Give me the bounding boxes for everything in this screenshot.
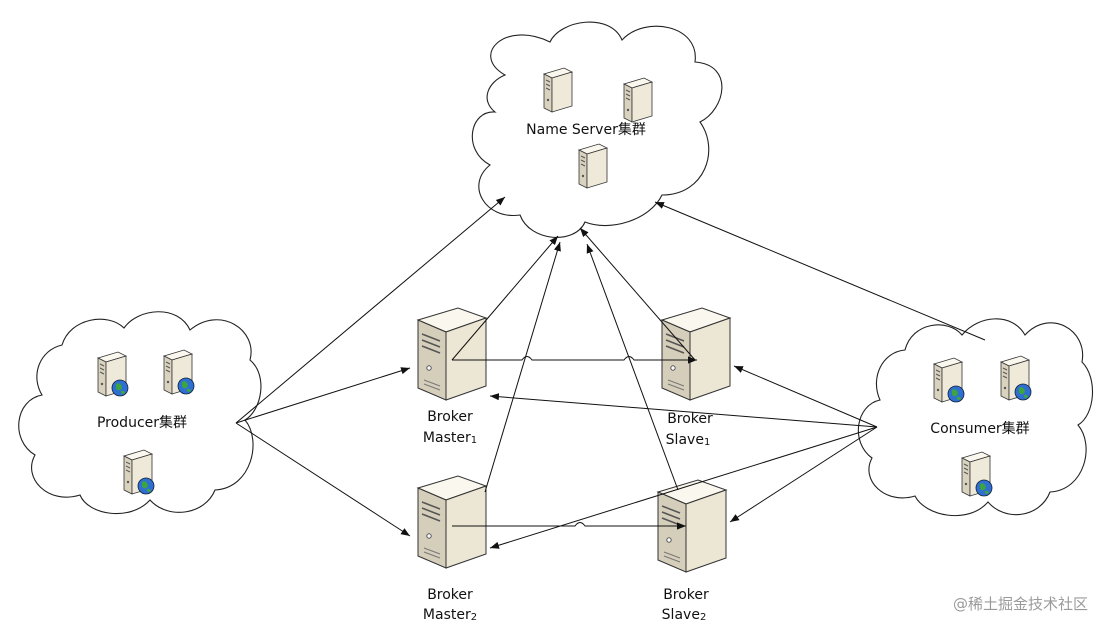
consumer-to-slave2-arrow [729,426,878,523]
consumer-to-master2-arrow [489,426,878,549]
nameserver-cloud [471,21,723,238]
consumer-to-master1-arrow [489,393,878,428]
producer-to-nameserver-arrow [235,196,506,424]
master1-to-slave1-arrow [452,356,697,364]
broker-master1-tower-icon [417,307,487,401]
broker-slave2-label-line1: Broker [663,587,709,603]
producer-globe-server-icon [124,450,154,494]
producer-to-master2-arrow [235,422,411,537]
producer-globe-server-icon [164,350,194,394]
master2-to-nameserver-arrow [484,241,561,493]
consumer-to-slave1-arrow [733,365,878,428]
producer-globe-server-icon [98,352,128,396]
slave2-to-nameserver-arrow [586,243,679,491]
nameserver-cluster-label: Name Server集群 [526,121,646,138]
watermark: @稀土掘金技术社区 [953,595,1088,613]
broker-master2-label-line2: Master2 [423,607,477,623]
broker-slave1-tower-icon [661,307,731,401]
producer-cluster-label: Producer集群 [97,414,187,431]
consumer-globe-server-icon [962,452,992,496]
broker-master2-tower-icon [417,475,487,569]
nameserver-server-icon [578,143,608,189]
slave1-to-nameserver-arrow [579,227,696,361]
nameserver-server-icon [543,67,573,113]
broker-master1-label-line2: Master1 [423,430,477,446]
nameserver-server-icon [623,77,653,123]
producer-to-master1-arrow [235,367,411,424]
master1-to-nameserver-arrow [451,235,559,361]
master2-to-slave2-arrow [452,522,686,530]
broker-slave1-label-line2: Slave1 [666,432,711,448]
connection-arrows [235,196,986,549]
producer-cloud [18,311,262,515]
broker-master2-label-line1: Broker [427,587,473,603]
broker-master1-label-line1: Broker [427,409,473,425]
consumer-to-nameserver-arrow [654,201,986,341]
consumer-cluster-label: Consumer集群 [930,420,1029,437]
consumer-globe-server-icon [1001,356,1031,400]
broker-slave2-label-line2: Slave2 [662,607,707,623]
broker-slave1-label-line1: Broker [667,411,713,427]
consumer-globe-server-icon [934,358,964,402]
consumer-cloud [857,318,1094,517]
